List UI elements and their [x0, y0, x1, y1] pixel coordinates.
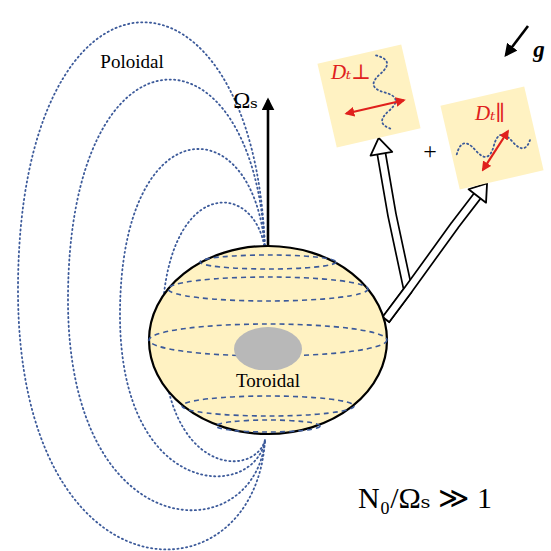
parameter-label: N₀/Ωₛ ≫ 1 [358, 481, 492, 516]
field-label: Toroidal [234, 370, 302, 392]
arrow-outline [385, 194, 478, 320]
rotation-arrow [267, 100, 270, 246]
panel-shape [439, 85, 545, 191]
panel-fill [317, 44, 420, 147]
coefficient-label: Dₜ⊥ [331, 60, 371, 84]
gravity-arrow [506, 26, 528, 55]
hollow-arrow [385, 183, 487, 320]
toroidal-line [200, 255, 336, 269]
gravity-label: g [533, 37, 545, 63]
star-fill [149, 246, 387, 434]
coefficient-label: Dₜ∥ [475, 101, 505, 125]
wave-line [455, 128, 533, 163]
wave-panel: Dₜ⊥ [316, 43, 422, 149]
wave-line [367, 53, 402, 131]
mixing-arrow [346, 100, 403, 113]
panel-fill [440, 86, 543, 189]
mixing-arrow [476, 131, 515, 170]
toroidal-line [216, 420, 320, 432]
wave-panel: Dₜ∥ [439, 85, 545, 191]
toroidal-line [168, 277, 368, 301]
panel-shape [316, 43, 422, 149]
toroidal-line [182, 396, 354, 416]
region-label: Poloidal [98, 51, 165, 73]
arrow-body [386, 194, 479, 319]
rotation-label: Ωₛ [233, 88, 258, 114]
arrow-head [371, 138, 393, 156]
stellar-core [234, 327, 302, 371]
plus-sign: + [423, 138, 437, 166]
